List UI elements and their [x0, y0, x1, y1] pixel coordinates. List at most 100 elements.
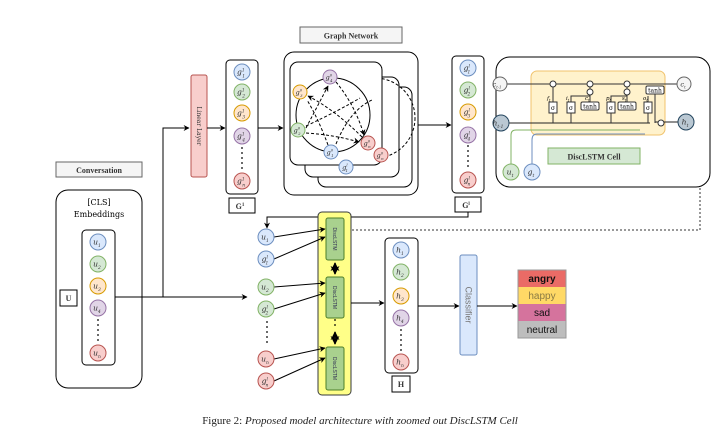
conversation-title: Conversation [76, 166, 122, 175]
graph-node-4-circle [323, 144, 339, 160]
g1-matrix-box [228, 197, 256, 214]
graph-back-node-gn-circle [373, 147, 389, 163]
graph-node-3-circle [290, 122, 306, 138]
u-to-linear-arrow [115, 125, 190, 298]
ut-input-line [510, 129, 640, 165]
g1-matrix-label: G1 [236, 202, 245, 211]
input-arrow-6 [273, 357, 326, 382]
emotion-label-neutral: neutral [527, 325, 558, 336]
sigma-label-4: σ [646, 105, 650, 112]
emotion-label-angry: angry [528, 274, 556, 285]
input-arrow-3 [273, 280, 326, 288]
figure-caption: Figure 2: Proposed model architecture wi… [202, 415, 518, 427]
cell-u-t: ut [502, 163, 520, 181]
u-node-5-label: un [93, 349, 101, 360]
disclstm-unit-1 [325, 217, 345, 261]
edge-g1-g3 [306, 99, 329, 146]
emotion-label-sad: sad [534, 308, 550, 319]
classifier-label: Classifier [464, 286, 474, 323]
cell-c-prev-label: ct-1 [492, 81, 501, 90]
h-matrix-box [391, 375, 411, 393]
gate-label-p: pt [606, 96, 612, 103]
sequence-input-5-circle [257, 350, 275, 368]
graph-network-title: Graph Network [324, 32, 379, 41]
disclstm-unit-3 [325, 346, 345, 391]
cell-h-t-circle [677, 113, 695, 131]
tanh-label-3: tanh [648, 88, 662, 95]
cell-g-t: gt [523, 163, 541, 181]
sequence-input-2-circle [257, 250, 275, 268]
u-node-4-label: u4 [93, 304, 101, 315]
cls-label: [CLS] [87, 198, 110, 207]
emotion-label-happy: happy [528, 291, 555, 302]
sequence-input-3-circle [257, 278, 275, 296]
zoom-dashed-connector [344, 188, 701, 231]
gate-label-o: ot [643, 96, 648, 103]
emotion-output-stack: angry happy sad neutral [517, 269, 567, 339]
h-node-5-label: hn [396, 358, 404, 369]
gate-label-s: st [622, 96, 627, 103]
gl-matrix-label: Gl [462, 201, 470, 210]
sigma-gate-2 [566, 101, 576, 114]
sequence-input-1-label: u1 [261, 233, 269, 244]
sequence-input-1: u1 [257, 228, 275, 246]
linear-layer-label: Linear Layer [195, 106, 202, 145]
add-op-2 [586, 80, 594, 88]
graph-node-1-circle [322, 69, 338, 85]
gate-label-c: ct [585, 96, 590, 103]
conversation-title-box [55, 161, 143, 178]
h-node-2-circle [392, 263, 410, 281]
disclstm-unit-2 [325, 276, 345, 319]
emotion-angry [518, 270, 566, 287]
g1-node-5-circle [233, 172, 251, 190]
gl-node-1-circle [459, 59, 477, 77]
caption-text: Proposed model architecture with zoomed … [244, 415, 518, 427]
multiply-op-5 [623, 88, 631, 96]
gl-node-5-circle [459, 171, 477, 189]
multiply-op-1 [549, 80, 557, 88]
h-node-2-label: h2 [396, 268, 404, 279]
u-matrix-box [59, 289, 78, 307]
gl-node-3-circle [459, 103, 477, 121]
h-matrix-label: H [398, 380, 405, 389]
u-node-1-circle [89, 233, 107, 251]
emotion-neutral [518, 321, 566, 338]
h-node-1-label: h1 [396, 246, 404, 257]
u-node-5-circle [89, 344, 107, 362]
h-ellipsis [400, 329, 402, 351]
add-op-3 [623, 80, 631, 88]
cell-c-prev: ct-1 [492, 76, 508, 92]
cell-h-prev-label: ht-1 [493, 119, 504, 130]
input-ellipsis [266, 321, 268, 343]
gl-node-2-circle [459, 81, 477, 99]
disclstm-unit-label-2: DiscLSTM [331, 286, 337, 309]
disclstm-unit-label-1: DiscLSTM [331, 227, 337, 250]
h-node-4-label: h4 [396, 314, 404, 325]
u-node-2: u2 [89, 255, 107, 273]
classifier [459, 254, 478, 356]
g1-node-4-circle [233, 127, 251, 145]
sigma-label-1: σ [551, 105, 555, 112]
cell-h-t: ht [677, 113, 695, 131]
